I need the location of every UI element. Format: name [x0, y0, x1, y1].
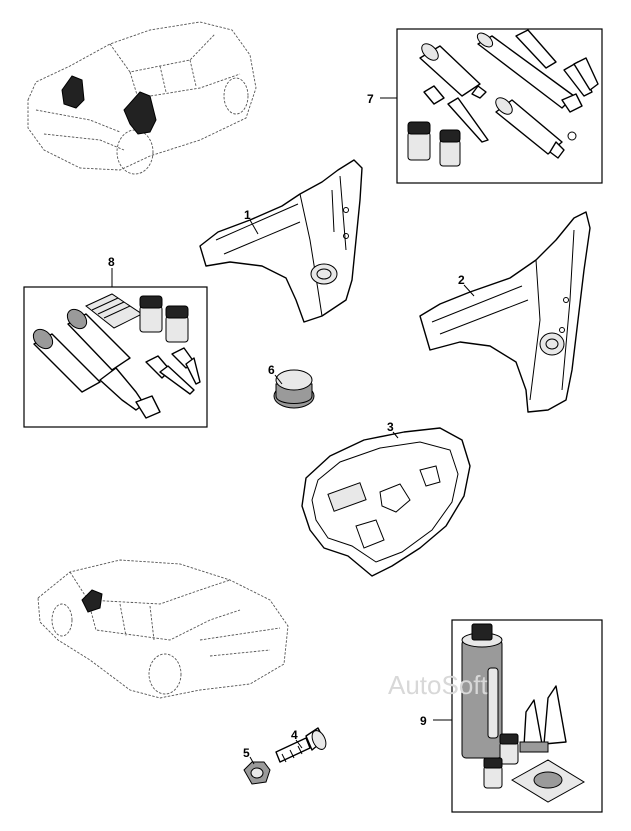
callout-2: 2 — [458, 273, 465, 287]
part-2-wheelhouse-panel-right — [419, 211, 591, 413]
callout-5: 5 — [243, 746, 250, 760]
front-apron-right-highlight — [123, 91, 157, 135]
part-3-shield-plate — [301, 427, 471, 577]
part-5-nut — [243, 761, 271, 785]
callout-8: 8 — [108, 255, 115, 269]
kit-7-box — [396, 28, 603, 184]
rear-part-highlight — [81, 589, 103, 613]
callout-6: 6 — [268, 363, 275, 377]
callout-3: 3 — [387, 420, 394, 434]
callout-4: 4 — [291, 728, 298, 742]
leader-lines — [111, 97, 475, 765]
callout-9: 9 — [420, 714, 427, 728]
kit-8-box — [23, 286, 208, 428]
rear-car-illustration — [37, 559, 289, 699]
callout-7: 7 — [367, 92, 374, 106]
watermark: AutoSoft — [388, 670, 489, 700]
part-6-plug — [273, 369, 315, 409]
callout-1: 1 — [244, 208, 251, 222]
front-apron-left-highlight — [61, 75, 85, 109]
kit-9-box — [451, 619, 603, 813]
front-car-illustration — [27, 21, 257, 175]
part-4-bolt — [275, 727, 327, 763]
part-1-wheelhouse-panel-left — [199, 159, 363, 323]
